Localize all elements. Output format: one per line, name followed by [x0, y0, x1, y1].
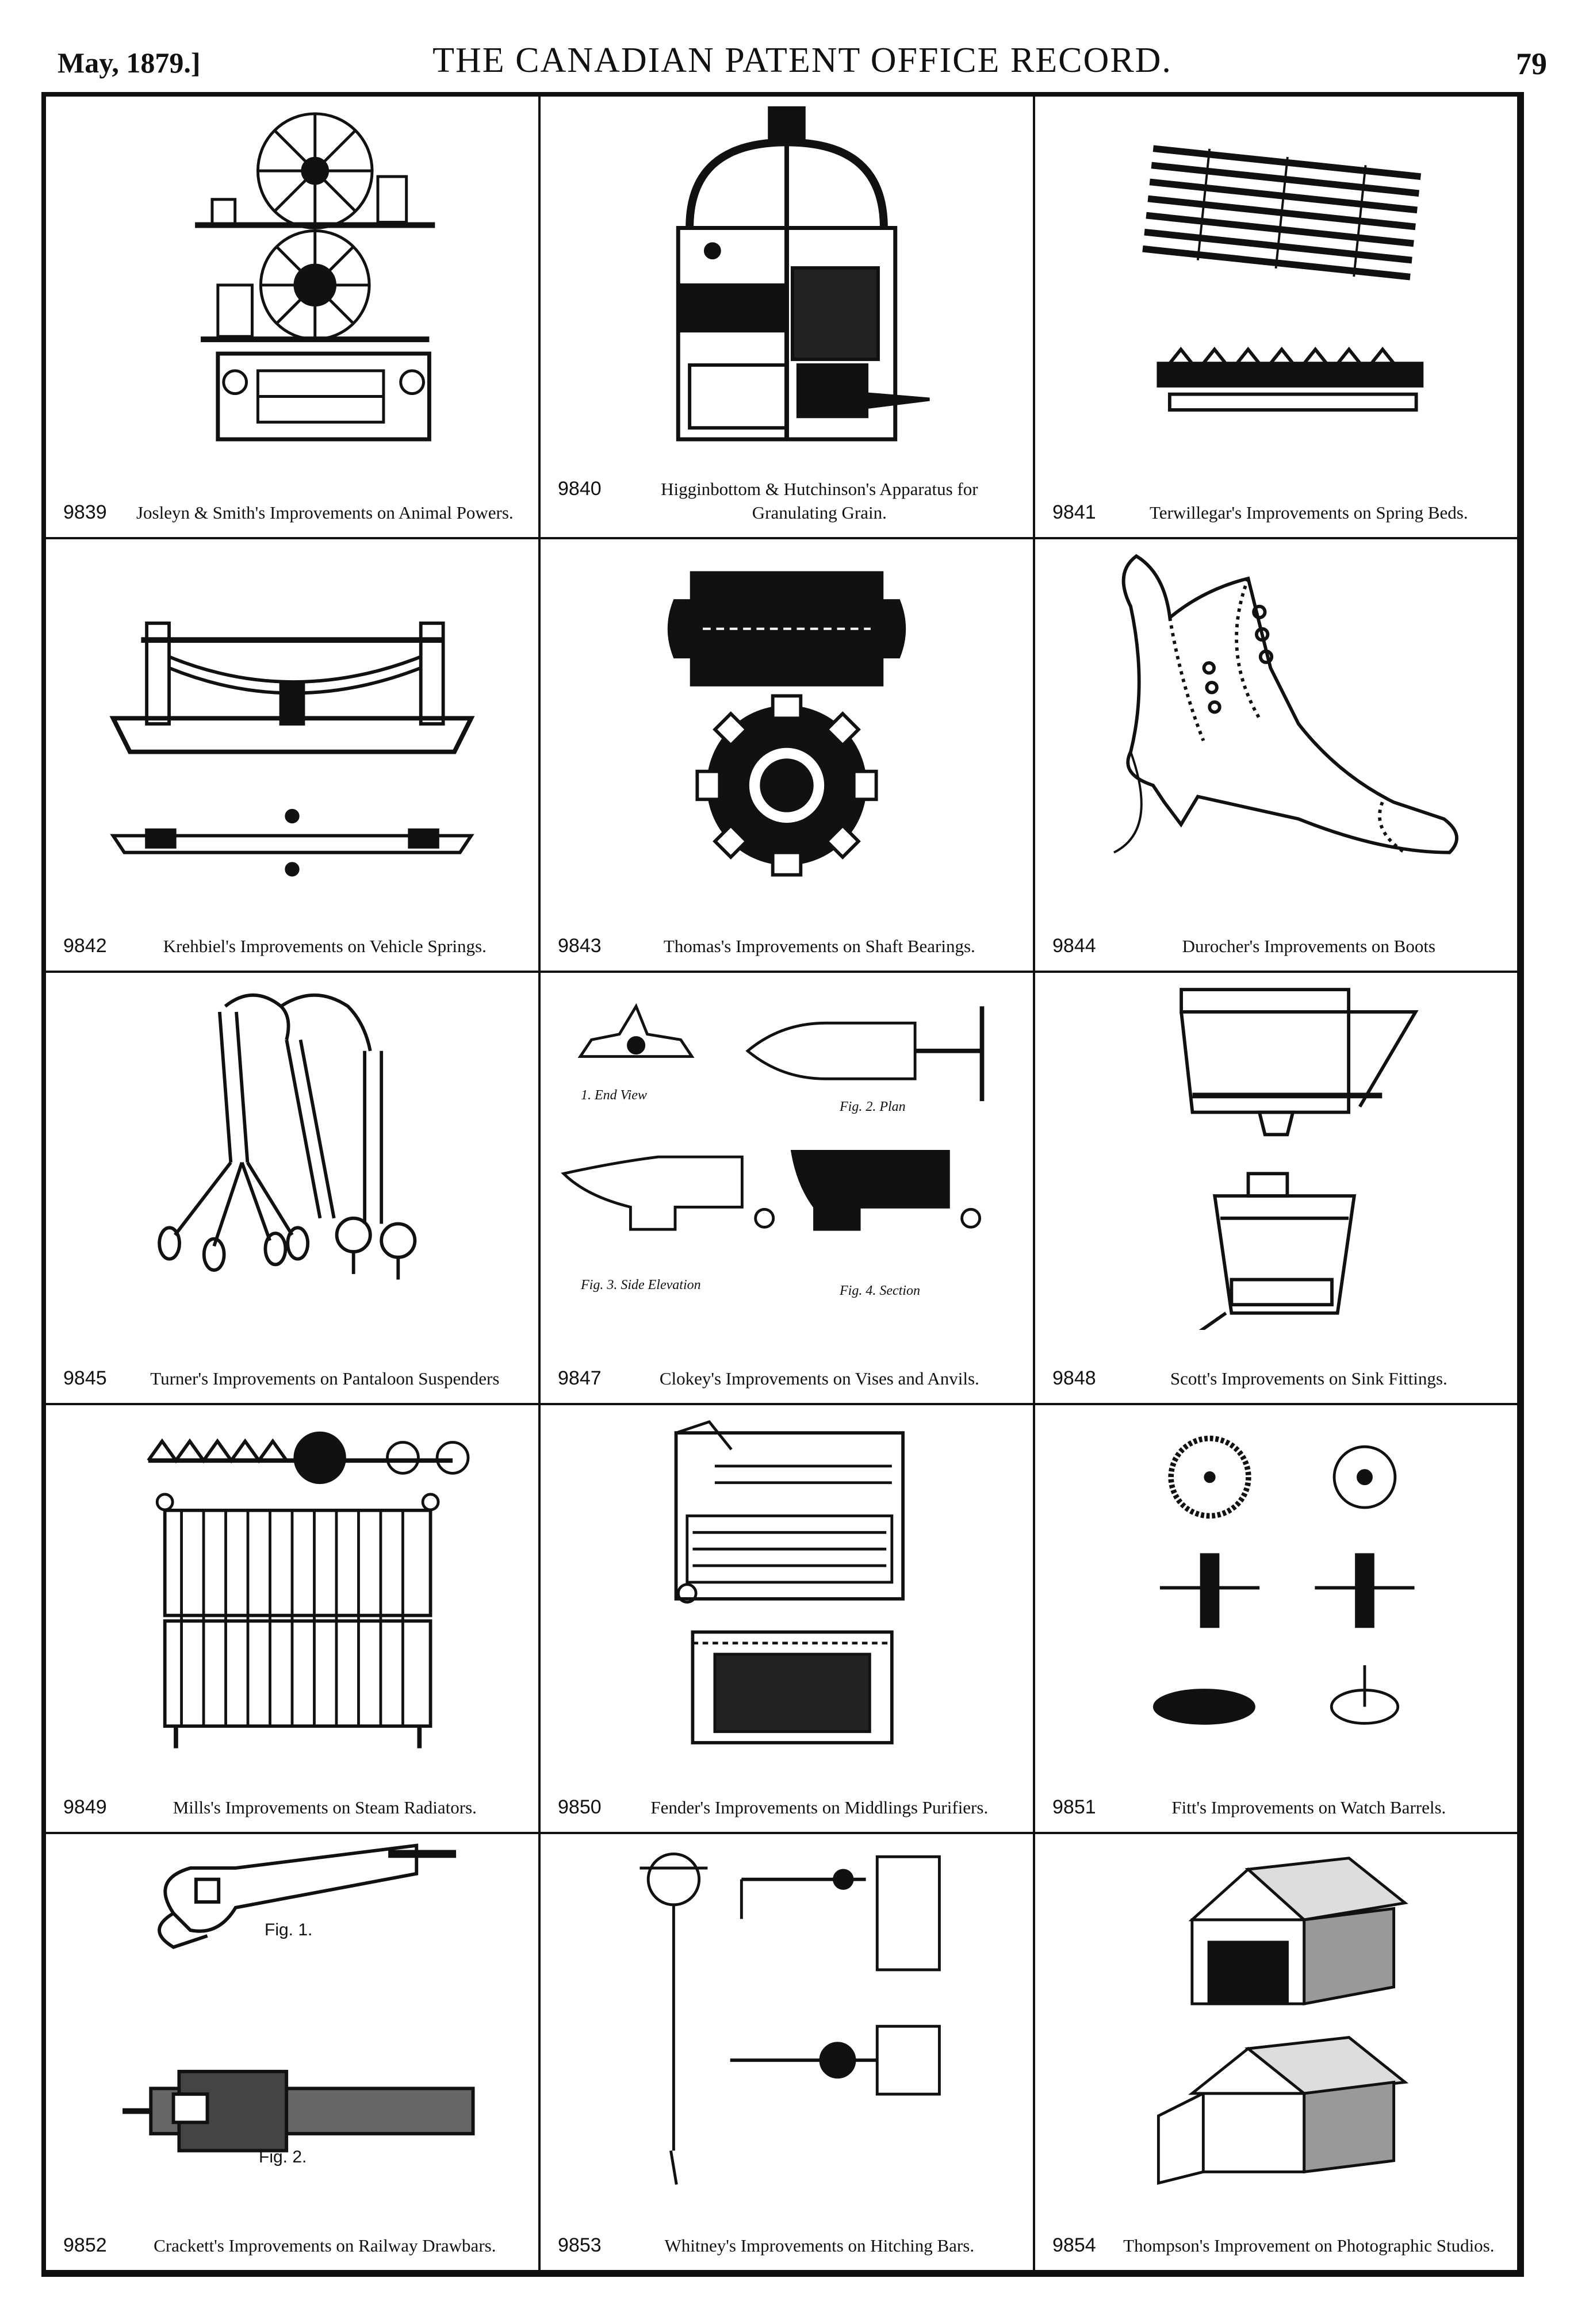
patent-drawing-9844 — [1035, 539, 1517, 898]
patent-cell-9848: 9848 Scott's Improvements on Sink Fittin… — [1035, 973, 1517, 1405]
patent-number: 9844 — [1052, 934, 1096, 957]
patent-description: Clokey's Improvements on Vises and Anvil… — [659, 1368, 979, 1389]
patent-caption: 9842 Krehbiel's Improvements on Vehicle … — [63, 935, 527, 958]
patent-cell-9843: 9843 Thomas's Improvements on Shaft Bear… — [541, 539, 1035, 973]
patent-cell-9849: 9849 Mills's Improvements on Steam Radia… — [46, 1405, 541, 1834]
patent-drawing-9854 — [1035, 1834, 1517, 2196]
figure-label: Fig. 1. — [265, 1920, 313, 1939]
patent-number: 9847 — [558, 1367, 602, 1389]
issue-date: May, 1879.] — [58, 47, 201, 79]
page-header: May, 1879.] THE CANADIAN PATENT OFFICE R… — [58, 40, 1547, 92]
patent-number: 9851 — [1052, 1796, 1096, 1818]
patent-caption: 9844 Durocher's Improvements on Boots — [1052, 935, 1506, 958]
figure-label: 1. End View — [581, 1088, 647, 1103]
patent-caption: 9847 Clokey's Improvements on Vises and … — [558, 1367, 1021, 1390]
patent-number: 9848 — [1052, 1367, 1096, 1389]
patent-drawing-9850 — [541, 1405, 1033, 1759]
figure-label: Fig. 2. — [259, 2147, 307, 2166]
figure-label: Fig. 4. Section — [840, 1283, 920, 1298]
patent-caption: 9849 Mills's Improvements on Steam Radia… — [63, 1796, 527, 1819]
patent-grid: 9839 Josleyn & Smith's Improvements on A… — [41, 92, 1524, 2277]
patent-caption: 9839 Josleyn & Smith's Improvements on A… — [63, 501, 527, 524]
patent-drawing-9839 — [46, 97, 538, 462]
patent-caption: 9841 Terwillegar's Improvements on Sprin… — [1052, 501, 1506, 524]
patent-number: 9843 — [558, 934, 602, 957]
patent-cell-9852: Fig. 1. Fig. 2. 9852 Crackett's Improvem… — [46, 1834, 541, 2270]
patent-description: Krehbiel's Improvements on Vehicle Sprin… — [163, 935, 487, 956]
patent-description: Turner's Improvements on Pantaloon Suspe… — [150, 1368, 500, 1389]
patent-description: Crackett's Improvements on Railway Drawb… — [154, 2235, 496, 2256]
patent-cell-9840: 9840 Higginbottom & Hutchinson's Apparat… — [541, 97, 1035, 539]
patent-drawing-9848 — [1035, 973, 1517, 1330]
patent-number: 9852 — [63, 2234, 107, 2256]
patent-caption: 9851 Fitt's Improvements on Watch Barrel… — [1052, 1796, 1506, 1819]
patent-caption: 9850 Fender's Improvements on Middlings … — [558, 1796, 1021, 1819]
patent-number: 9854 — [1052, 2234, 1096, 2256]
figure-label: Fig. 3. Side Elevation — [581, 1278, 701, 1293]
patent-number: 9849 — [63, 1796, 107, 1818]
patent-cell-9845: 9845 Turner's Improvements on Pantaloon … — [46, 973, 541, 1405]
patent-description: Whitney's Improvements on Hitching Bars. — [664, 2235, 975, 2256]
patent-number: 9853 — [558, 2234, 602, 2256]
patent-cell-9854: 9854 Thompson's Improvement on Photograp… — [1035, 1834, 1517, 2270]
patent-cell-9844: 9844 Durocher's Improvements on Boots — [1035, 539, 1517, 973]
patent-cell-9841: 9841 Terwillegar's Improvements on Sprin… — [1035, 97, 1517, 539]
patent-caption: 9843 Thomas's Improvements on Shaft Bear… — [558, 935, 1021, 958]
patent-caption: 9845 Turner's Improvements on Pantaloon … — [63, 1367, 527, 1390]
patent-drawing-9841 — [1035, 97, 1517, 462]
patent-number: 9839 — [63, 501, 107, 523]
page-number: 79 — [1516, 47, 1547, 81]
patent-cell-9847: 1. End View Fig. 2. Plan Fig. 3. Side El… — [541, 973, 1035, 1405]
patent-number: 9841 — [1052, 501, 1096, 523]
patent-drawing-9842 — [46, 539, 538, 898]
patent-description: Fender's Improvements on Middlings Purif… — [650, 1797, 989, 1817]
patent-cell-9853: 9853 Whitney's Improvements on Hitching … — [541, 1834, 1035, 2270]
patent-number: 9842 — [63, 934, 107, 957]
figure-label: Fig. 2. Plan — [840, 1099, 906, 1114]
patent-description: Thompson's Improvement on Photographic S… — [1123, 2235, 1495, 2256]
patent-number: 9840 — [558, 478, 602, 500]
patent-drawing-9845 — [46, 973, 538, 1330]
patent-cell-9839: 9839 Josleyn & Smith's Improvements on A… — [46, 97, 541, 539]
patent-description: Mills's Improvements on Steam Radiators. — [173, 1797, 477, 1817]
patent-caption: 9852 Crackett's Improvements on Railway … — [63, 2234, 527, 2257]
patent-number: 9850 — [558, 1796, 602, 1818]
patent-description: Thomas's Improvements on Shaft Bearings. — [663, 935, 975, 956]
patent-description: Terwillegar's Improvements on Spring Bed… — [1150, 502, 1468, 523]
patent-drawing-9849 — [46, 1405, 538, 1759]
patent-drawing-9853 — [541, 1834, 1033, 2196]
patent-drawing-9851 — [1035, 1405, 1517, 1759]
publication-title: THE CANADIAN PATENT OFFICE RECORD. — [432, 41, 1172, 80]
patent-cell-9851: 9851 Fitt's Improvements on Watch Barrel… — [1035, 1405, 1517, 1834]
patent-description: Durocher's Improvements on Boots — [1182, 935, 1435, 956]
patent-description: Josleyn & Smith's Improvements on Animal… — [136, 502, 514, 523]
patent-caption: 9840 Higginbottom & Hutchinson's Apparat… — [558, 478, 1021, 524]
patent-description: Higginbottom & Hutchinson's Apparatus fo… — [661, 479, 978, 523]
patent-caption: 9854 Thompson's Improvement on Photograp… — [1052, 2234, 1506, 2257]
patent-drawing-9840 — [541, 97, 1033, 462]
patent-description: Fitt's Improvements on Watch Barrels. — [1171, 1797, 1446, 1817]
patent-drawing-9852: Fig. 1. Fig. 2. — [46, 1834, 538, 2196]
patent-drawing-9847: 1. End View Fig. 2. Plan Fig. 3. Side El… — [541, 973, 1033, 1330]
patent-cell-9842: 9842 Krehbiel's Improvements on Vehicle … — [46, 539, 541, 973]
patent-description: Scott's Improvements on Sink Fittings. — [1170, 1368, 1448, 1389]
patent-cell-9850: 9850 Fender's Improvements on Middlings … — [541, 1405, 1035, 1834]
patent-number: 9845 — [63, 1367, 107, 1389]
patent-caption: 9853 Whitney's Improvements on Hitching … — [558, 2234, 1021, 2257]
patent-caption: 9848 Scott's Improvements on Sink Fittin… — [1052, 1367, 1506, 1390]
patent-drawing-9843 — [541, 539, 1033, 898]
